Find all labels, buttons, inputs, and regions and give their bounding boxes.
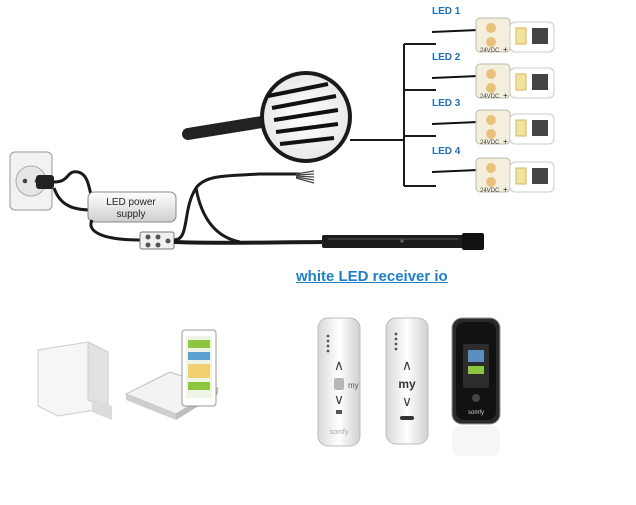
tablet-with-box-device	[124, 329, 220, 420]
my-button-label: my	[398, 377, 416, 391]
led-voltage: 24VDC	[480, 140, 500, 146]
led-voltage: 24VDC	[480, 94, 500, 100]
svg-text:+: +	[503, 137, 508, 146]
cable-connector-to-receiver	[173, 172, 300, 242]
led-voltage: 24VDC	[480, 188, 500, 194]
led-label: LED 1	[432, 6, 461, 17]
led-module-2: LED 2 24VDC +	[431, 52, 555, 100]
led-receiver-io-device	[322, 233, 484, 250]
wall-switch-device	[37, 341, 112, 420]
down-arrow-icon: ∨	[402, 394, 412, 410]
remote-control-left: ∧ my ∨ somfy	[317, 317, 361, 447]
down-arrow-icon: ∨	[334, 392, 344, 408]
power-supply-label-line1: LED power	[106, 197, 156, 208]
led-label: LED 4	[432, 146, 461, 157]
led-power-supply: LED power supply	[87, 191, 177, 223]
led-distribution-bus	[350, 43, 436, 187]
remote-control-middle: ∧ my ∨	[385, 317, 429, 445]
my-button-label: my	[348, 381, 359, 390]
up-arrow-icon: ∧	[334, 358, 344, 374]
receiver-title-link[interactable]: white LED receiver io	[296, 268, 448, 285]
brand-label: somfy	[468, 410, 484, 416]
cable-supply-to-connector	[89, 219, 141, 242]
power-supply-label-line2: supply	[117, 209, 146, 220]
terminal-connector-icon	[139, 231, 175, 250]
brand-label: somfy	[330, 429, 349, 436]
svg-text:+: +	[503, 91, 508, 100]
led-voltage: 24VDC	[480, 48, 500, 54]
up-arrow-icon: ∧	[402, 358, 412, 374]
output-wires	[295, 170, 315, 184]
cable-receiver-main	[173, 240, 331, 245]
led-label: LED 3	[432, 98, 461, 109]
touchscreen-remote: somfy	[451, 317, 501, 456]
led-label: LED 2	[432, 52, 461, 63]
svg-text:+: +	[503, 185, 508, 194]
led-module-4: LED 4 24VDC +	[431, 146, 555, 194]
svg-text:+: +	[503, 45, 508, 54]
led-module-3: LED 3 24VDC +	[431, 98, 555, 146]
led-module-1: LED 1 24VDC +	[431, 6, 555, 54]
magnifier-icon	[182, 71, 352, 163]
